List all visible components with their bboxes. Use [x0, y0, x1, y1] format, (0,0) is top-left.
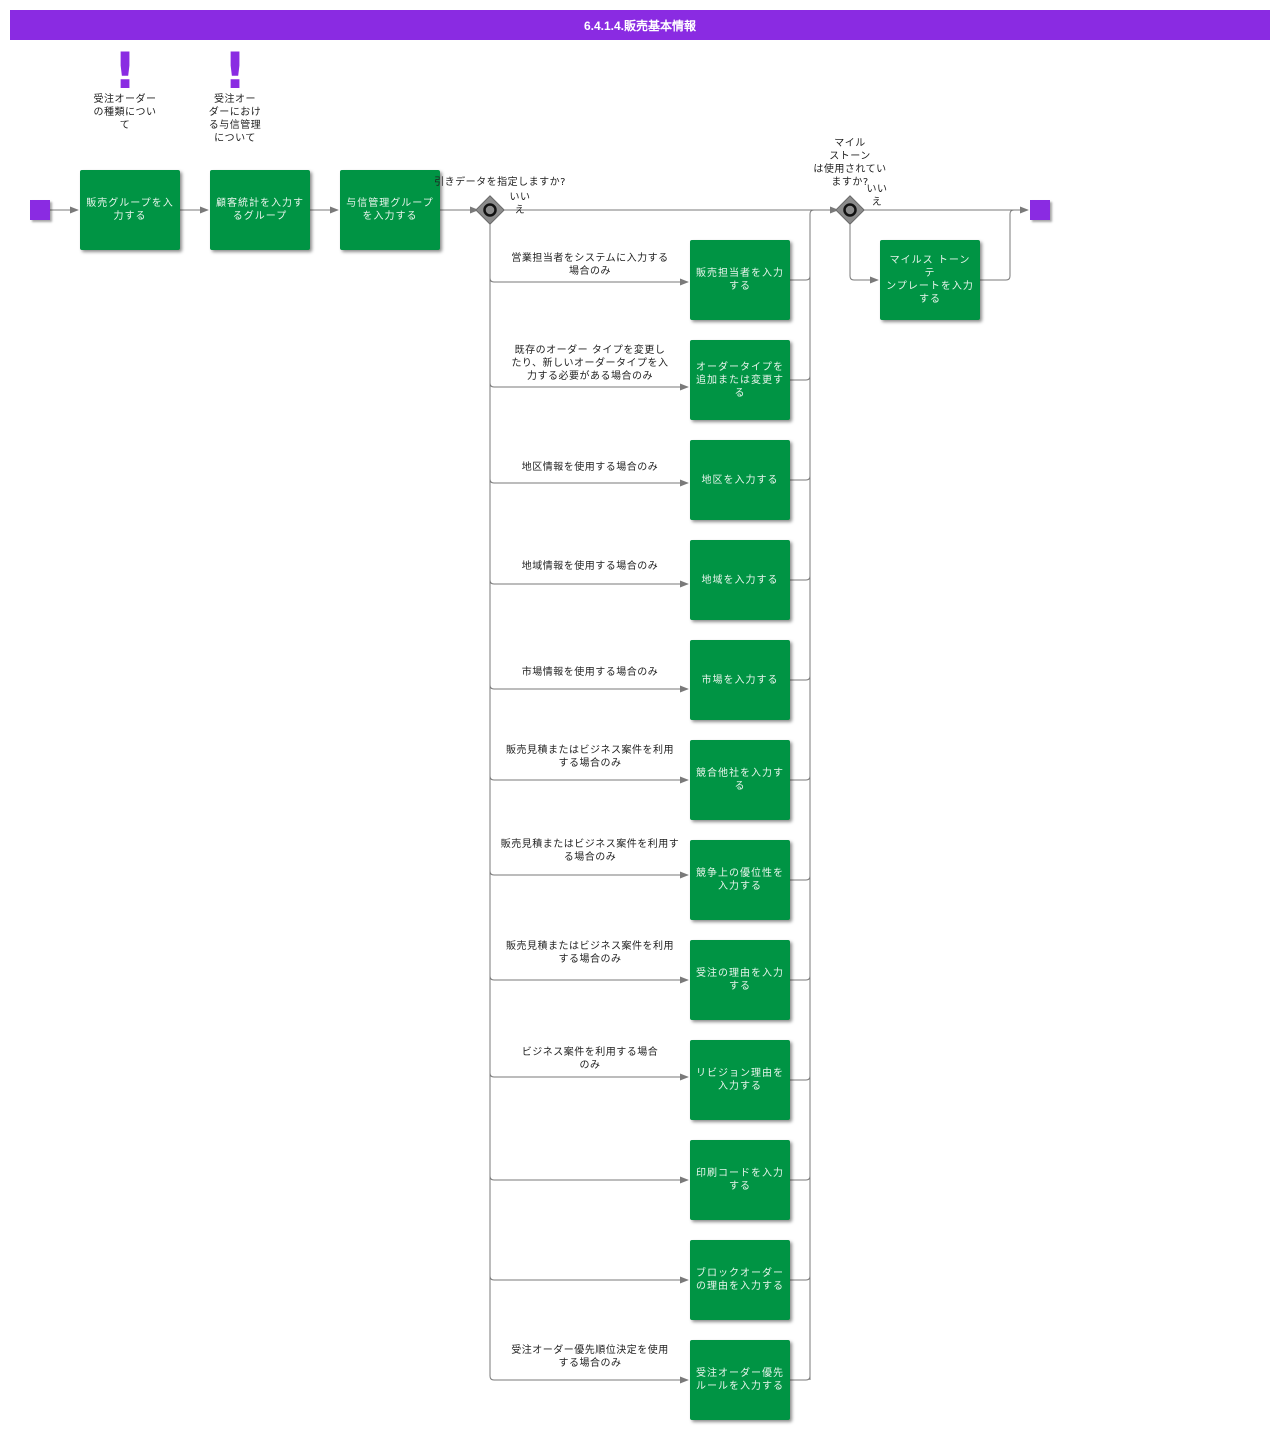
- branch-task-9: リビジョン理由を入力する: [690, 1040, 790, 1120]
- branch-condition-6: 販売見積またはビジネス案件を利用する場合のみ: [506, 745, 674, 769]
- diagram-title: 6.4.1.4.販売基本情報: [10, 10, 1270, 40]
- flow-branch-return-7: [790, 875, 811, 881]
- flow-branch-1: [489, 277, 689, 286]
- flow-milestone-return: [980, 209, 1015, 281]
- flow-branch-return-9: [790, 1075, 811, 1081]
- gateways: [475, 195, 865, 225]
- flow-branch-10: [489, 1175, 689, 1184]
- task-2: 顧客統計を入力するグループ: [210, 170, 310, 250]
- flow-branch-5: [489, 684, 689, 693]
- flow-branch-return-1: [790, 275, 811, 281]
- gateway-2-no-label: いいえ: [866, 184, 888, 208]
- flow-branch-return-6: [790, 775, 811, 781]
- exclamation-icon: !: [223, 42, 247, 100]
- milestone-task: マイルス トーン テンプレートを入力する: [880, 240, 980, 320]
- flow-connectors: [50, 206, 1029, 1384]
- task-1: 販売グループを入力する: [80, 170, 180, 250]
- flow-branch-return-2: [790, 375, 811, 381]
- flow-branch-6: [489, 775, 689, 784]
- branch-condition-1: 営業担当者をシステムに入力する場合のみ: [511, 253, 669, 277]
- flow-branch-return-10: [790, 1175, 811, 1181]
- branch-task-8: 受注の理由を入力する: [690, 940, 790, 1020]
- branch-task-10: 印刷コードを入力する: [690, 1140, 790, 1220]
- branch-condition-12: 受注オーダー優先順位決定を使用する場合のみ: [511, 1345, 669, 1369]
- flow-merge-trunk: [809, 209, 815, 1380]
- flow-branch-8: [489, 975, 689, 984]
- branch-condition-8: 販売見積またはビジネス案件を利用する場合のみ: [506, 941, 674, 965]
- gateway-1-no-label: いいえ: [509, 192, 531, 216]
- gateway-1-question: 引きデータを指定しますか?: [434, 177, 566, 188]
- annotation-text: 受注オーダーの種類について: [93, 94, 157, 131]
- flow-branch-return-12: [790, 1375, 811, 1381]
- branch-task-11: ブロックオーダーの理由を入力する: [690, 1240, 790, 1320]
- gateway-decision-2: [835, 195, 865, 225]
- end-event: [1030, 200, 1050, 220]
- exclamation-icon: !: [113, 42, 137, 100]
- branch-condition-5: 市場情報を使用する場合のみ: [521, 667, 659, 678]
- flow-branch-9: [489, 1072, 689, 1081]
- flow-branch-2: [489, 382, 689, 391]
- branch-condition-4: 地域情報を使用する場合のみ: [521, 561, 659, 572]
- flow-branch-3: [489, 478, 689, 487]
- flow-branch-return-8: [790, 975, 811, 981]
- branch-condition-2: 既存のオーダー タイプを変更したり、新しいオーダータイプを入力する必要がある場合…: [511, 345, 669, 382]
- flow-branch-return-3: [790, 475, 811, 481]
- flow-branch-11: [489, 1275, 689, 1284]
- flow-branch-7: [489, 870, 689, 879]
- flow-branch-4: [489, 579, 689, 588]
- branch-condition-9: ビジネス案件を利用する場合のみ: [521, 1047, 659, 1071]
- branch-condition-7: 販売見積またはビジネス案件を利用する場合のみ: [500, 839, 680, 863]
- start-event: [30, 200, 50, 220]
- flow-branch-return-4: [790, 575, 811, 581]
- branch-task-1: 販売担当者を入力する: [690, 240, 790, 320]
- branch-task-7: 競争上の優位性を入力する: [690, 840, 790, 920]
- flow-gateway2-yes: [849, 223, 879, 284]
- flow-branch-return-11: [790, 1275, 811, 1281]
- branch-task-4: 地域を入力する: [690, 540, 790, 620]
- flow-branch-12: [489, 1375, 689, 1384]
- branch-task-3: 地区を入力する: [690, 440, 790, 520]
- branch-task-12: 受注オーダー優先ルールを入力する: [690, 1340, 790, 1420]
- branch-task-2: オーダータイプを追加または変更する: [690, 340, 790, 420]
- flow-branch-return-5: [790, 675, 811, 681]
- annotation-text: 受注オーダーにおける与信管理について: [208, 94, 262, 144]
- branch-task-6: 競合他社を入力する: [690, 740, 790, 820]
- branch-condition-3: 地区情報を使用する場合のみ: [521, 462, 659, 473]
- gateway-2-question: マイルストーンは使用されていますか?: [813, 138, 887, 188]
- branch-task-5: 市場を入力する: [690, 640, 790, 720]
- task-3: 与信管理グループを入力する: [340, 170, 440, 250]
- gateway-decision-1: [475, 195, 505, 225]
